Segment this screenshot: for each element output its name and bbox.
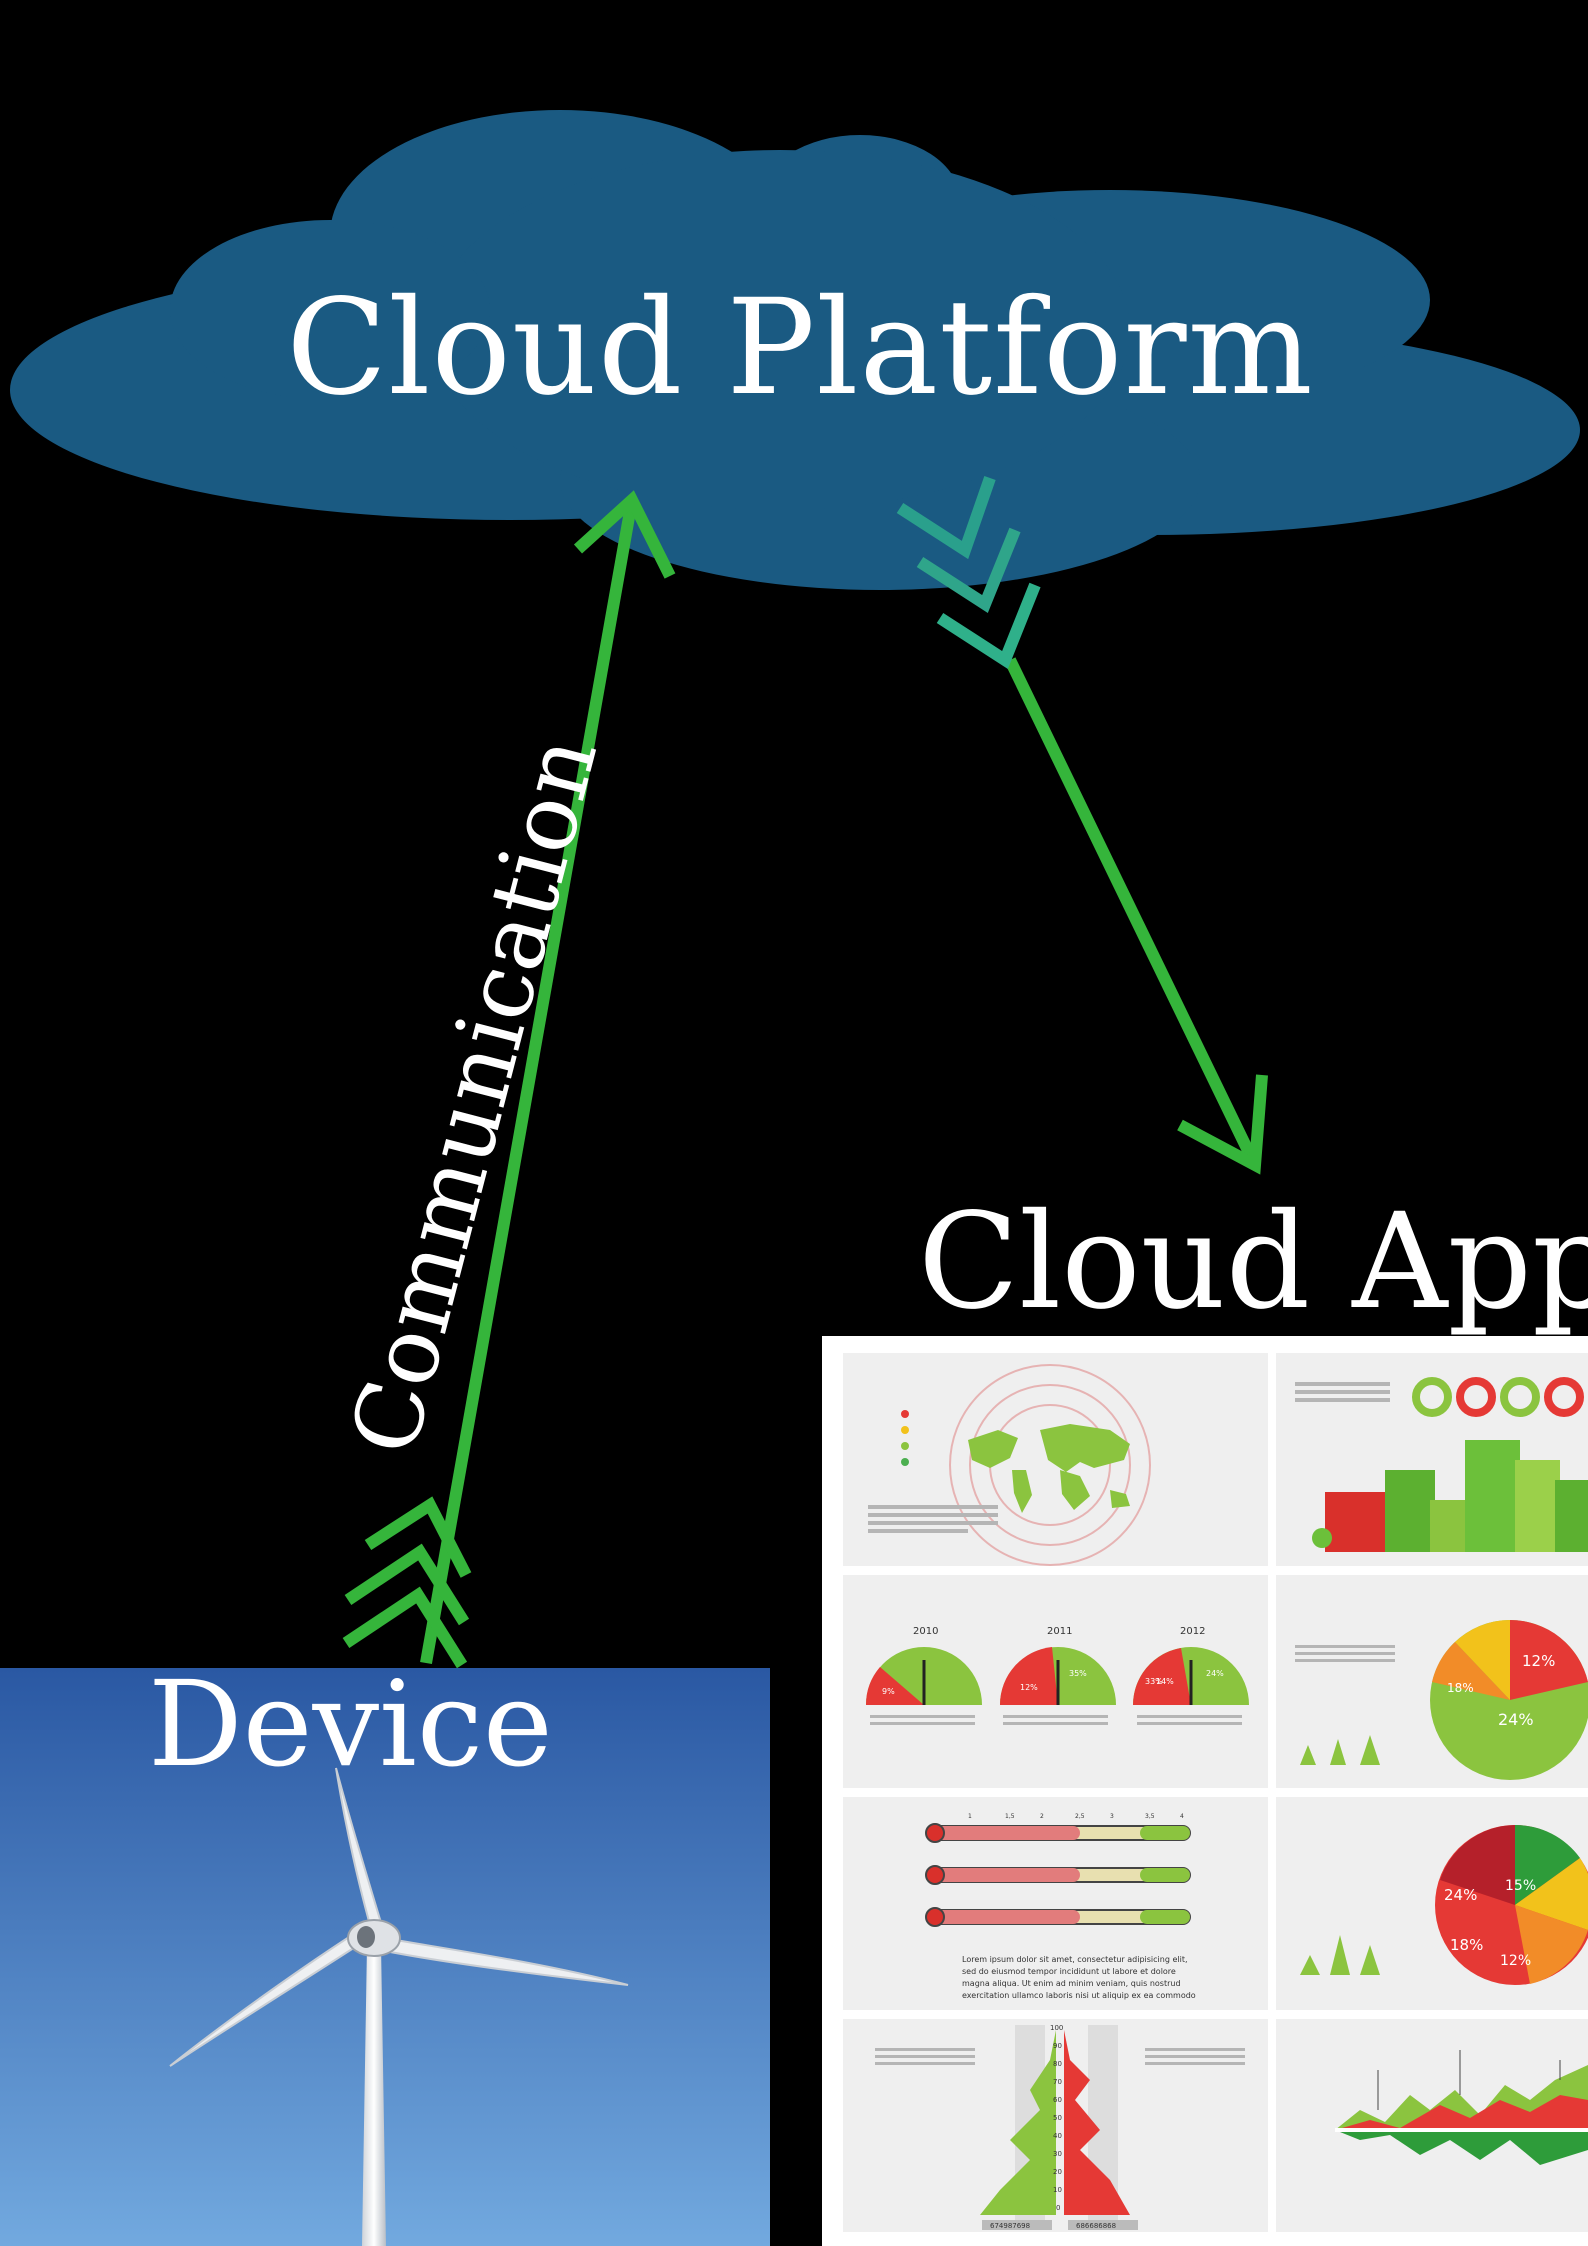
svg-text:24%: 24% <box>1444 1886 1477 1904</box>
svg-text:sed do eiusmod tempor incididu: sed do eiusmod tempor incididunt ut labo… <box>962 1967 1176 1976</box>
svg-text:10: 10 <box>1053 2186 1062 2194</box>
svg-text:80: 80 <box>1053 2060 1062 2068</box>
cloud-platform-label: Cloud Platform <box>286 271 1314 425</box>
svg-text:12%: 12% <box>1020 1683 1038 1692</box>
svg-text:magna aliqua. Ut enim ad minim: magna aliqua. Ut enim ad minim veniam, q… <box>962 1979 1181 1988</box>
svg-text:90: 90 <box>1053 2042 1062 2050</box>
svg-text:100: 100 <box>1050 2024 1063 2032</box>
svg-text:9%: 9% <box>882 1687 895 1696</box>
svg-text:60: 60 <box>1053 2096 1062 2104</box>
svg-text:674987698: 674987698 <box>990 2222 1030 2230</box>
svg-text:18%: 18% <box>1450 1936 1483 1954</box>
bars-tile: 1 1,5 2 2,5 3 3,5 4 Lorem ipsum dolor si… <box>925 1813 1196 2000</box>
year-2010: 2010 <box>913 1626 938 1637</box>
svg-text:686686868: 686686868 <box>1076 2222 1116 2230</box>
svg-text:24%: 24% <box>1498 1710 1534 1729</box>
svg-text:20: 20 <box>1053 2168 1062 2176</box>
svg-text:2,5: 2,5 <box>1075 1813 1085 1820</box>
device-panel <box>0 1668 770 2246</box>
gauges-tile: 2010 2011 2012 9% 35% 12% 33% 14% 24% <box>865 1626 1249 1725</box>
pie-tile-1: 12% 18% 24% <box>1295 1620 1588 1780</box>
svg-text:Lorem ipsum dolor sit amet, co: Lorem ipsum dolor sit amet, consectetur … <box>962 1955 1188 1964</box>
svg-text:33%: 33% <box>1145 1677 1163 1686</box>
area-chart-tile <box>1335 2050 1588 2165</box>
wind-turbine-icon <box>169 1767 629 2246</box>
svg-text:4: 4 <box>1180 1813 1184 1820</box>
svg-text:3,5: 3,5 <box>1145 1813 1155 1820</box>
world-map-tile <box>868 1364 1151 1566</box>
svg-text:14%: 14% <box>1156 1677 1174 1686</box>
dashboard-thumbnail: 2010 2011 2012 9% 35% 12% 33% 14% 24% 12… <box>822 1336 1588 2246</box>
pyramid-tile: 100 90 80 70 60 50 40 30 20 10 0 6749876… <box>875 2024 1245 2230</box>
svg-text:1,5: 1,5 <box>1005 1813 1015 1820</box>
year-2012: 2012 <box>1180 1626 1205 1637</box>
svg-text:12%: 12% <box>1522 1652 1555 1670</box>
device-label: Device <box>148 1655 553 1793</box>
svg-text:30: 30 <box>1053 2150 1062 2158</box>
svg-text:2: 2 <box>1040 1813 1044 1820</box>
svg-text:15%: 15% <box>1505 1878 1536 1894</box>
svg-text:40: 40 <box>1053 2132 1062 2140</box>
svg-text:exercitation ullamco laboris n: exercitation ullamco laboris nisi ut ali… <box>962 1991 1196 2000</box>
svg-text:3: 3 <box>1110 1813 1114 1820</box>
svg-text:50: 50 <box>1053 2114 1062 2122</box>
cloud-shape <box>10 110 1580 590</box>
svg-text:18%: 18% <box>1447 1681 1474 1695</box>
cloud-app-label: Cloud App <box>918 1185 1588 1339</box>
arrow-cloud-to-app <box>896 476 1268 1175</box>
pie-tile-2: 24% 15% 18% 12% <box>1300 1824 1588 1985</box>
svg-text:24%: 24% <box>1206 1669 1224 1678</box>
year-2011: 2011 <box>1047 1626 1072 1637</box>
svg-text:35%: 35% <box>1069 1669 1087 1678</box>
donut-buildings-tile <box>1295 1377 1588 1552</box>
svg-text:1: 1 <box>968 1813 972 1820</box>
svg-text:70: 70 <box>1053 2078 1062 2086</box>
arrow-device-to-cloud <box>342 490 676 1669</box>
svg-text:0: 0 <box>1056 2204 1060 2212</box>
svg-text:12%: 12% <box>1500 1953 1531 1969</box>
